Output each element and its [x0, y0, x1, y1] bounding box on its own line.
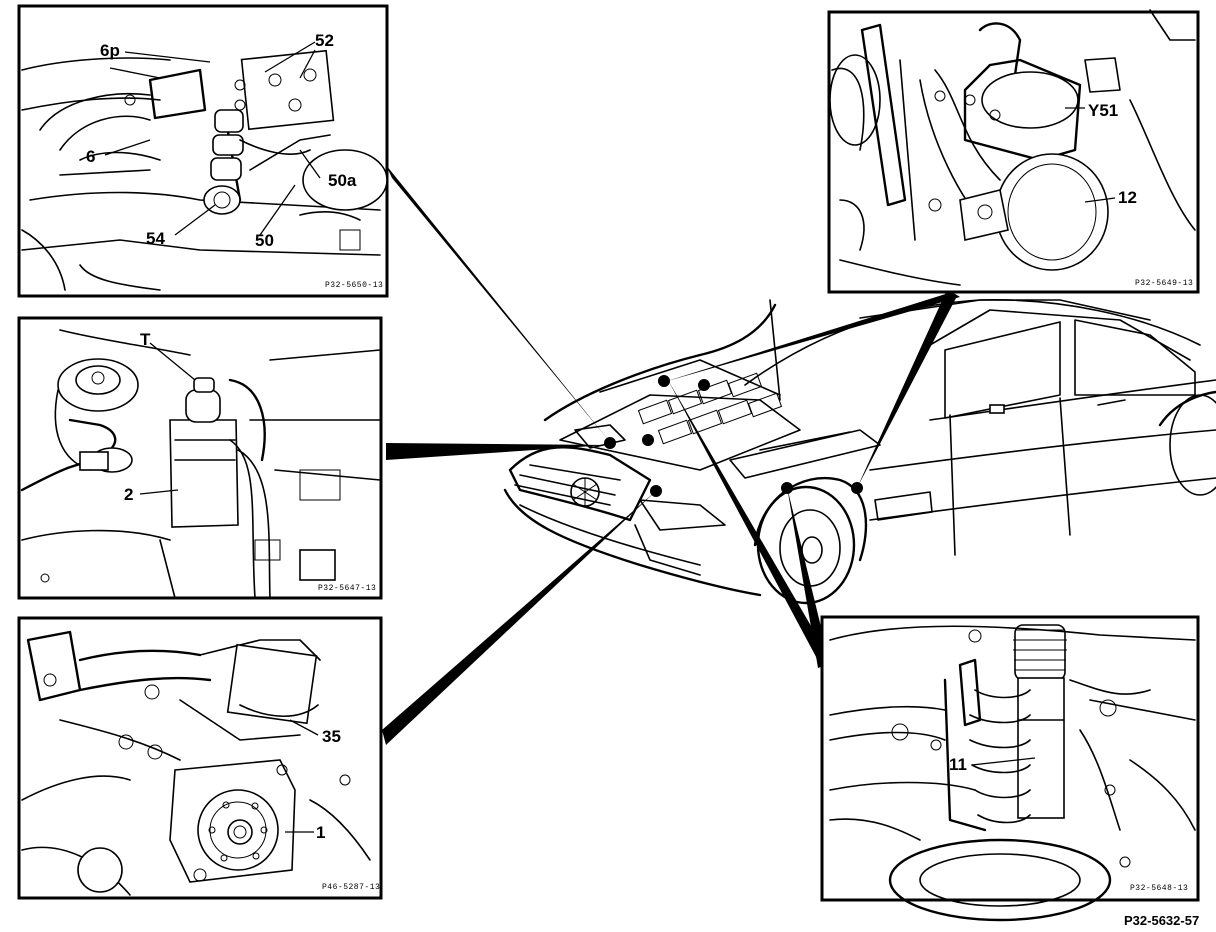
callout-wedge-bottom-left [382, 491, 656, 745]
callout-leaders-middle-left [139, 342, 196, 495]
callout-leaders-top-left [104, 41, 321, 236]
callout-label-50a: 50a [328, 171, 357, 190]
callout-label-35: 35 [322, 727, 341, 746]
panel-reference-code: P32-5648-13 [1130, 884, 1188, 893]
callout-leaders-bottom-right [971, 757, 1036, 766]
valve-and-accumulator-detail-drawing [829, 9, 1196, 286]
panel-reference-code: P46-5287-13 [322, 883, 380, 892]
callout-label-6p: 6p [100, 41, 120, 60]
panel-top-left: 6p 52 6 50a 54 50 P32-5650-13 [17, 4, 389, 298]
callout-label-11: 11 [949, 755, 967, 774]
car-overview-drawing [503, 299, 1216, 605]
callout-label-52: 52 [315, 31, 334, 50]
panel-reference-code: P32-5647-13 [318, 584, 376, 593]
callout-wedge-middle-left [386, 443, 608, 460]
callout-label-12: 12 [1118, 188, 1137, 207]
figure-reference-code: P32-5632-57 [1124, 913, 1199, 928]
callout-wedge-top-left [386, 165, 610, 442]
panel-middle-left: T 2 P32-5647-13 [17, 316, 383, 600]
panel-top-right: Y51 12 P32-5649-13 [827, 9, 1200, 294]
callout-wedges [382, 165, 960, 745]
callout-wedge-bottom-right-b [787, 487, 830, 668]
engine-compartment-detail-drawing [21, 49, 388, 291]
suspension-strut-detail-drawing [829, 624, 1196, 922]
pump-detail-drawing [21, 630, 371, 896]
callout-leaders-bottom-left [285, 719, 319, 833]
callout-leaders-top-right [1065, 107, 1116, 203]
callout-wedge-top-right-b [857, 292, 956, 488]
panel-bottom-right: 11 P32-5648-13 [820, 615, 1200, 922]
reservoir-detail-drawing [20, 329, 381, 599]
panel-reference-code: P32-5649-13 [1135, 279, 1193, 288]
panel-bottom-left: 35 1 P46-5287-13 [17, 616, 383, 900]
callout-label-6: 6 [86, 147, 95, 166]
callout-label-54: 54 [146, 229, 165, 248]
callout-label-Y51: Y51 [1088, 101, 1118, 120]
callout-label-2: 2 [124, 485, 133, 504]
panel-reference-code: P32-5650-13 [325, 281, 383, 290]
callout-label-50: 50 [255, 231, 274, 250]
callout-label-T: T [140, 330, 151, 349]
callout-label-1: 1 [316, 823, 325, 842]
callout-wedge-bottom-right-a [668, 380, 832, 668]
